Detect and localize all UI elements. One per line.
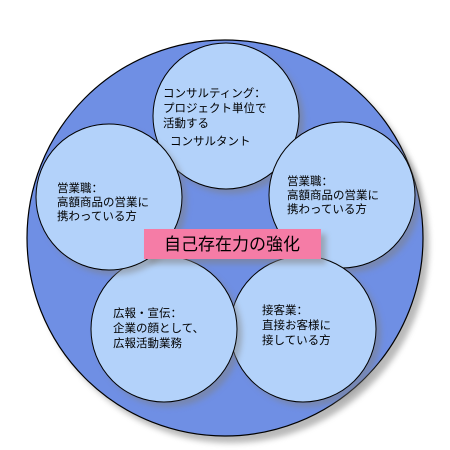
node-label: 営業職： 高額商品の営業に 携わっている方 <box>287 174 383 216</box>
node-label-line: 営業職： <box>57 181 103 195</box>
node-label-line: 活動する <box>163 116 209 130</box>
node-customer-service: 接客業： 直接お客様に 接している方 <box>229 255 381 407</box>
node-circle <box>152 42 300 190</box>
node-label: 広報・宣伝： 企業の顔として、 広報活動業務 <box>113 306 208 350</box>
node-label: コンサルティング： プロジェクト単位で 活動する コンサルタント <box>163 86 270 148</box>
node-label-line: 携わっている方 <box>57 209 137 223</box>
node-label-line: 直接お客様に <box>262 318 331 332</box>
node-label-line: 広報活動業務 <box>113 336 182 350</box>
node-label-line: 営業職： <box>287 174 333 188</box>
node-label: 営業職： 高額商品の営業に 携わっている方 <box>57 181 153 223</box>
center-box <box>144 229 321 259</box>
center-label: 自己存在力の強化 <box>164 235 300 255</box>
node-label-line: 広報・宣伝： <box>113 306 182 320</box>
node-consulting: コンサルティング： プロジェクト単位で 活動する コンサルタント <box>152 42 304 194</box>
node-label: 接客業： 直接お客様に 接している方 <box>262 303 335 347</box>
node-label-line: 高額商品の営業に <box>287 188 379 202</box>
node-label-line: 企業の顔として、 <box>113 321 204 335</box>
center-label-box: 自己存在力の強化 <box>144 229 326 264</box>
node-pr: 広報・宣伝： 企業の顔として、 広報活動業務 <box>90 255 242 407</box>
node-label-line: コンサルティング： <box>163 86 266 100</box>
node-label-line: プロジェクト単位で <box>163 101 267 115</box>
node-label-line: 高額商品の営業に <box>57 195 149 209</box>
node-label-line: 携わっている方 <box>287 202 367 216</box>
node-label-line: 接客業： <box>262 303 308 317</box>
node-label-line: 接している方 <box>262 333 331 347</box>
node-label-line: コンサルタント <box>170 134 251 148</box>
